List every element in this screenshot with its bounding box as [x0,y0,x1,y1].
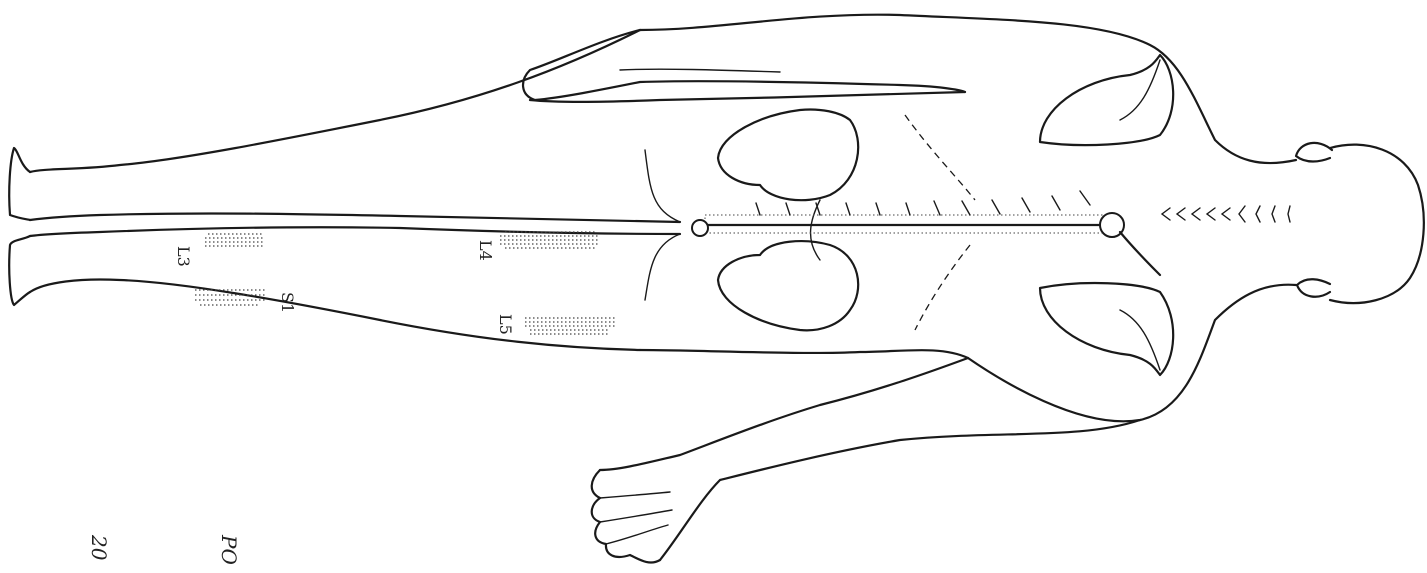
label-S1: S1 [278,292,297,313]
leg-left-inner [30,213,680,222]
region-L4-stipple [500,232,600,248]
upper-arm-outer [523,30,965,100]
coccyx-node [692,220,708,236]
left-scapula-spine [1120,60,1160,120]
pelvis-right-wing [718,241,858,330]
vertebral-processes [756,191,1090,215]
hand-outline [592,470,660,563]
right-scapula [1040,283,1173,375]
pelvis-left-wing [718,109,858,200]
left-scapula [1040,55,1173,145]
rib-lower [915,245,970,330]
cervical-chevrons [1162,206,1290,222]
label-L3: L3 [174,246,193,267]
left-ear [1296,143,1332,162]
leg-right-outer [30,280,640,351]
margin-mark-b: PO [217,534,241,565]
label-L5: L5 [496,314,515,335]
lower-arm-outer [660,420,1140,560]
right-ear [1297,279,1330,297]
margin-mark-a: 20 [87,534,111,561]
right-scapula-spine [1120,310,1160,370]
label-L4: L4 [476,240,495,261]
right-foot [9,236,30,305]
upper-arm-inner [530,92,965,102]
region-L5-stipple [525,318,615,334]
nerve-branch [1120,232,1160,275]
rib-upper [905,115,975,200]
region-L3-stipple [205,234,265,246]
forearm-detail [620,69,780,72]
fingers-detail [600,492,672,544]
lower-arm-inner [600,358,968,470]
torso-outline-upper [640,15,1296,163]
gluteal-cleft [645,150,680,300]
left-foot [9,148,30,220]
head-outline [1330,145,1424,303]
torso-outline-lower [640,285,1296,422]
